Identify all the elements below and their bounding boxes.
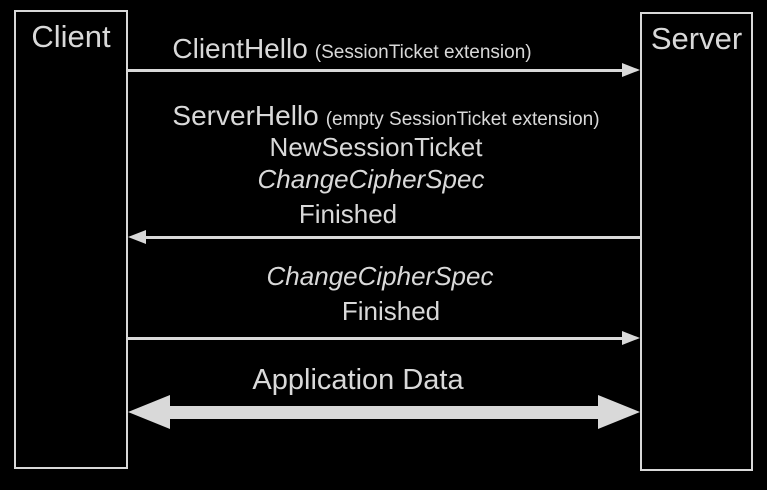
client-label: Client: [31, 19, 111, 54]
client-hello-main-text: ClientHello: [172, 33, 308, 64]
server-hello-message: ServerHello (empty SessionTicket extensio…: [172, 101, 599, 130]
arrowhead-right-icon: [622, 63, 640, 77]
client-hello-message: ClientHello (SessionTicket extension): [172, 34, 531, 63]
server-hello-note-text: (empty SessionTicket extension): [325, 109, 600, 130]
server-finished-message: Finished: [298, 199, 398, 229]
arrow-shaft: [128, 336, 625, 340]
arrow-shaft: [128, 68, 625, 72]
thick-arrowhead-left-icon: [128, 395, 170, 429]
server-flight-arrow: [128, 230, 640, 244]
client-finished-message: Finished: [341, 296, 441, 326]
new-session-ticket-message: NewSessionTicket: [269, 132, 483, 162]
arrowhead-left-icon: [128, 230, 146, 244]
server-change-cipher-spec-message: ChangeCipherSpec: [257, 164, 485, 194]
client-hello-arrow: [128, 63, 640, 77]
client-flight-arrow: [128, 331, 640, 345]
arrowhead-right-icon: [622, 331, 640, 345]
application-data-label: Application Data: [252, 364, 464, 396]
thick-arrow-shaft: [166, 405, 602, 419]
server-hello-main-text: ServerHello: [172, 100, 319, 131]
server-label: Server: [650, 21, 743, 56]
application-data-arrow: [128, 395, 640, 429]
client-change-cipher-spec-message: ChangeCipherSpec: [266, 261, 494, 291]
server-lifeline-box: Server: [640, 12, 753, 471]
arrow-shaft: [143, 235, 640, 239]
client-hello-note-text: (SessionTicket extension): [314, 42, 532, 63]
thick-arrowhead-right-icon: [598, 395, 640, 429]
client-lifeline-box: Client: [14, 10, 128, 469]
